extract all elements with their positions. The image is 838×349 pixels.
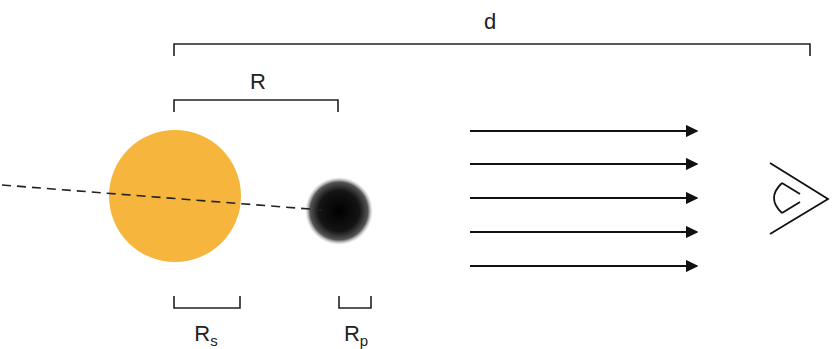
planet bbox=[305, 177, 373, 245]
dimension-label: Rp bbox=[344, 323, 368, 345]
distance-bracket bbox=[174, 44, 810, 56]
dimension-label: Rs bbox=[194, 323, 217, 345]
dimension-label: R bbox=[250, 71, 266, 93]
planet-radius-bracket bbox=[339, 296, 371, 308]
dimension-label: d bbox=[484, 11, 496, 33]
brackets bbox=[174, 44, 810, 308]
star bbox=[109, 130, 241, 262]
line-of-sight bbox=[2, 185, 322, 210]
eye-symbol bbox=[770, 163, 828, 234]
light-rays bbox=[470, 131, 697, 266]
orbit-bracket bbox=[174, 100, 338, 112]
star-radius-bracket bbox=[174, 296, 240, 308]
